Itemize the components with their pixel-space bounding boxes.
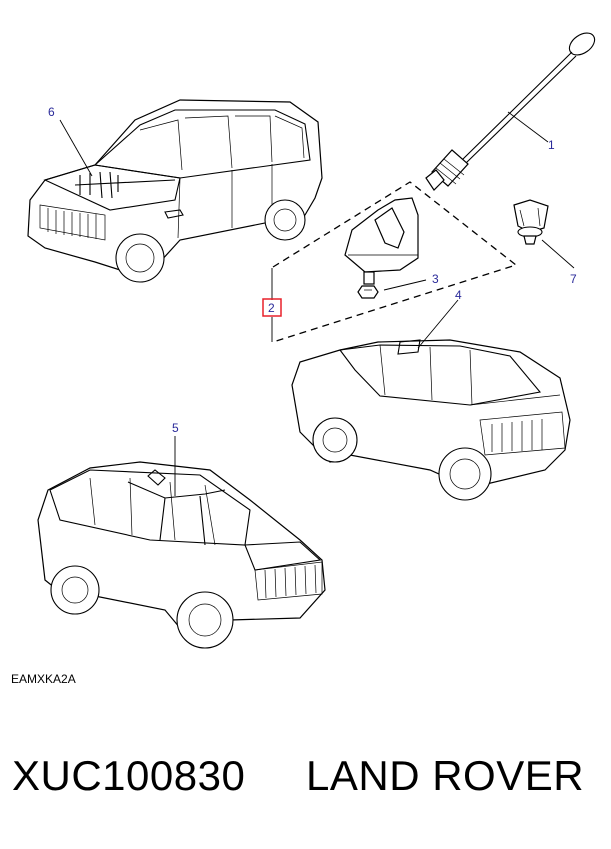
callout-7[interactable]: 7 [570, 272, 577, 286]
callout-1[interactable]: 1 [548, 138, 555, 152]
callout-2[interactable]: 2 [268, 301, 275, 315]
callout-5[interactable]: 5 [172, 421, 179, 435]
callout-6[interactable]: 6 [48, 105, 55, 119]
part-number: XUC100830 [12, 752, 246, 799]
callout-3[interactable]: 3 [432, 272, 439, 286]
vehicle-bottom-left [37, 461, 326, 649]
antenna-mast [425, 32, 596, 191]
vehicle-top-left [27, 99, 323, 283]
brand-name: LAND ROVER [306, 752, 585, 799]
callout-2-highlight [262, 298, 282, 317]
assembly-boundary [272, 181, 518, 343]
clip [513, 199, 549, 245]
parts-diagram: 6 1 3 4 5 7 2 [27, 32, 596, 649]
footer: XUC100830 LAND ROVER [0, 752, 611, 822]
antenna-base [344, 197, 419, 299]
diagram-reference-code: EAMXKA2A [11, 672, 76, 686]
callout-4[interactable]: 4 [455, 288, 462, 302]
vehicle-middle-right [291, 339, 571, 501]
